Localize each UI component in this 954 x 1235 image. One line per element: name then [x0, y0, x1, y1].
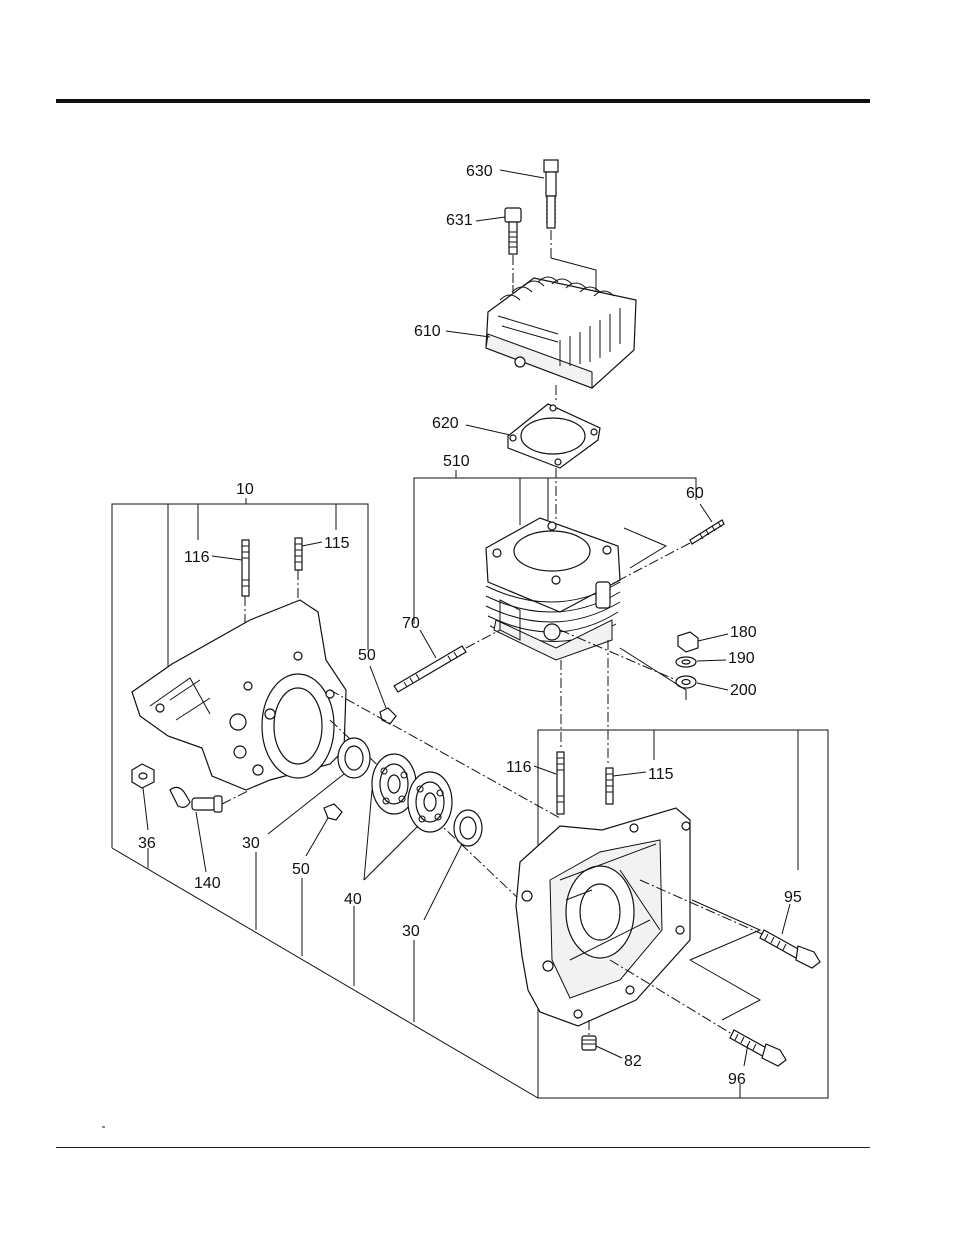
part-620-gasket: [508, 404, 600, 468]
leader-140: [196, 812, 206, 872]
label-95: 95: [784, 889, 802, 906]
part-50-pin-upper: [380, 708, 396, 724]
part-95-bolt: [760, 930, 820, 968]
leader-200: [697, 683, 728, 690]
part-200-washer: [676, 676, 696, 688]
part-180-nut: [678, 632, 698, 652]
part-10-crankcase-left: [132, 600, 346, 790]
leader-116-lower: [534, 766, 556, 774]
part-140-fitting: [170, 787, 222, 812]
part-115-stud-lower: [606, 768, 613, 804]
leader-36: [143, 788, 148, 830]
label-50-upper: 50: [358, 647, 376, 664]
part-36-nut: [132, 764, 154, 788]
label-70: 70: [402, 615, 420, 632]
leader-115-upper: [302, 542, 322, 546]
label-30-right: 30: [402, 923, 420, 940]
leader-620: [466, 425, 510, 435]
part-30-oil-seal-right: [454, 810, 482, 846]
label-36: 36: [138, 835, 156, 852]
label-96: 96: [728, 1071, 746, 1088]
axis-line: [222, 790, 250, 804]
bracket-crankcase: [112, 730, 828, 1098]
leader-115-lower: [613, 772, 646, 776]
part-116-stud-lower: [557, 752, 564, 814]
leader-82: [596, 1046, 622, 1058]
label-40: 40: [344, 891, 362, 908]
label-60: 60: [686, 485, 704, 502]
axis-line: [466, 630, 500, 648]
part-crankcase-right: [516, 808, 690, 1026]
leader-70: [420, 630, 436, 658]
label-116-upper: 116: [184, 549, 210, 566]
leader-50-lower: [306, 818, 328, 856]
part-630-bolt: [544, 160, 558, 228]
label-50-lower: 50: [292, 861, 310, 878]
part-631-bolt: [505, 208, 521, 254]
label-10: 10: [236, 481, 254, 498]
leader-630: [500, 170, 544, 178]
leader-116-upper: [212, 556, 242, 560]
leader-190: [697, 660, 726, 661]
part-50-pin-lower: [324, 804, 342, 820]
part-510-cylinder: [486, 518, 620, 660]
part-96-bolt: [730, 1030, 786, 1066]
label-115-upper: 115: [324, 535, 350, 552]
label-116-lower: 116: [506, 759, 532, 776]
label-190: 190: [728, 650, 755, 667]
part-70-stud: [394, 646, 466, 692]
label-631: 631: [446, 212, 473, 229]
label-140: 140: [194, 875, 221, 892]
part-610-cylinder-head: [486, 277, 636, 388]
part-60-stud: [690, 520, 724, 544]
leader-95: [782, 904, 790, 934]
label-610: 610: [414, 323, 441, 340]
label-82: 82: [624, 1053, 642, 1070]
leader-50-upper: [370, 666, 386, 708]
bracket-60: [624, 528, 666, 568]
part-82-plug: [582, 1036, 596, 1050]
bracket-95: [690, 900, 760, 960]
leader-180: [698, 634, 728, 641]
bracket-200: [620, 648, 686, 700]
part-190-washer: [676, 657, 696, 667]
part-30-oil-seal-left: [338, 738, 370, 778]
leader-40-b: [364, 826, 418, 880]
label-200: 200: [730, 682, 757, 699]
leader-610: [446, 331, 490, 337]
part-40-bearing-b: [408, 772, 452, 832]
label-630: 630: [466, 163, 493, 180]
label-115-lower: 115: [648, 766, 674, 783]
part-116-stud-upper: [242, 540, 249, 596]
leader-60: [700, 504, 712, 522]
label-30-left: 30: [242, 835, 260, 852]
leader-30-right: [424, 844, 462, 920]
part-115-stud-upper: [295, 538, 302, 570]
label-180: 180: [730, 624, 757, 641]
label-620: 620: [432, 415, 459, 432]
leader-631: [476, 217, 505, 221]
leader-40-a: [364, 790, 372, 880]
footer-rule: [56, 1147, 870, 1148]
label-510: 510: [443, 453, 470, 470]
axis-line: [610, 543, 690, 585]
bracket-96: [690, 960, 760, 1020]
